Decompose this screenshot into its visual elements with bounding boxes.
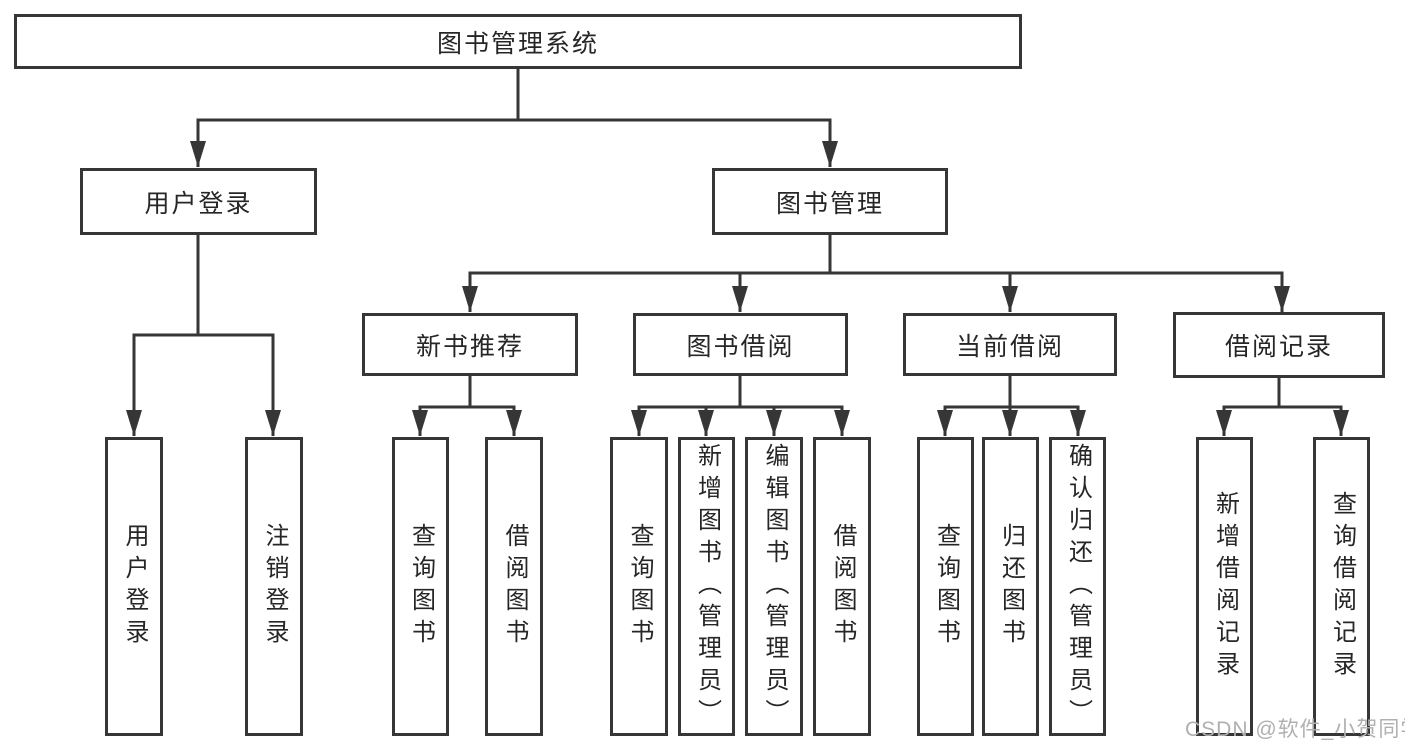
leaf-label: 编辑图书（管理员） xyxy=(761,442,788,731)
leaf-label: 查询图书 xyxy=(407,522,435,651)
leaf-return-books: 归还图书 xyxy=(982,437,1039,736)
leaf-borrow-books: 借阅图书 xyxy=(813,437,871,736)
leaf-label: 确认归还（管理员） xyxy=(1064,442,1092,731)
leaf-label: 注销登录 xyxy=(261,522,288,651)
csdn-watermark: CSDN @软件_小贺同学 xyxy=(1185,718,1405,741)
node-book-borrowing: 图书借阅 xyxy=(633,313,848,376)
leaf-label: 查询图书 xyxy=(932,522,960,651)
leaf-query-books: 查询图书 xyxy=(610,437,668,736)
leaf-query-borrow-record: 查询借阅记录 xyxy=(1313,437,1370,736)
leaf-add-borrow-record: 新增借阅记录 xyxy=(1196,437,1253,736)
leaf-edit-books-admin: 编辑图书（管理员） xyxy=(745,437,803,736)
node-borrowing-records: 借阅记录 xyxy=(1173,312,1385,378)
leaf-add-books-admin: 新增图书（管理员） xyxy=(678,437,735,736)
leaf-user-login: 用户登录 xyxy=(105,437,163,736)
node-label: 用户登录 xyxy=(144,189,253,218)
leaf-label: 用户登录 xyxy=(121,522,148,651)
node-library-management-system: 图书管理系统 xyxy=(14,14,1022,69)
leaf-label: 归还图书 xyxy=(997,522,1025,651)
node-current-borrowing: 当前借阅 xyxy=(903,313,1117,376)
leaf-label: 查询图书 xyxy=(626,522,653,651)
node-label: 图书管理 xyxy=(775,189,884,218)
leaf-borrow-books: 借阅图书 xyxy=(485,437,543,736)
leaf-label: 借阅图书 xyxy=(501,522,528,651)
leaf-query-books: 查询图书 xyxy=(917,437,974,736)
leaf-label: 新增图书（管理员） xyxy=(693,442,721,731)
leaf-label: 查询借阅记录 xyxy=(1328,490,1356,683)
leaf-label: 借阅图书 xyxy=(829,522,856,651)
leaf-query-books: 查询图书 xyxy=(392,437,449,736)
node-label: 图书管理系统 xyxy=(436,29,599,58)
leaf-logout: 注销登录 xyxy=(245,437,303,736)
node-label: 图书借阅 xyxy=(686,332,795,361)
leaf-label: 新增借阅记录 xyxy=(1211,490,1239,683)
node-book-management: 图书管理 xyxy=(712,168,948,235)
node-label: 新书推荐 xyxy=(415,332,524,361)
node-label: 当前借阅 xyxy=(955,332,1064,361)
leaf-confirm-return-admin: 确认归还（管理员） xyxy=(1049,437,1106,736)
node-label: 借阅记录 xyxy=(1224,333,1333,361)
node-new-book-recommendation: 新书推荐 xyxy=(362,313,578,376)
node-user-login: 用户登录 xyxy=(80,168,317,235)
